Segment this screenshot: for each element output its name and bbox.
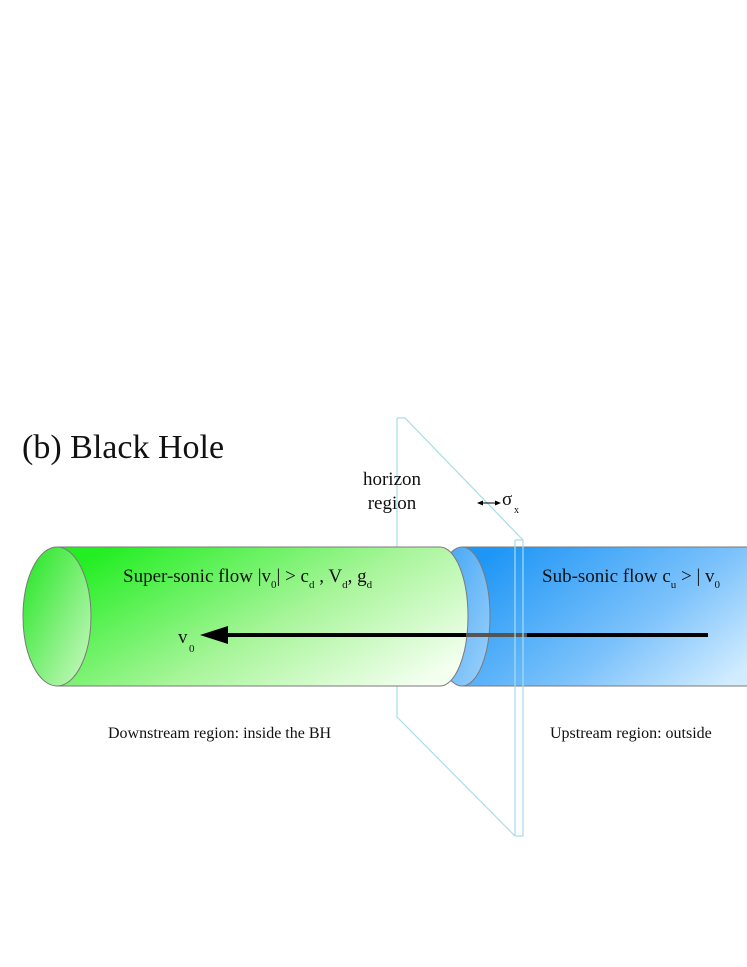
flow-arrow — [200, 626, 708, 644]
downstream-cylinder — [22, 546, 469, 687]
horizon-label-line2: region — [368, 493, 417, 514]
arrow-head-icon — [200, 626, 228, 644]
sigma-subscript: x — [514, 505, 519, 516]
velocity-symbol: v — [178, 627, 188, 648]
downstream-caption: Downstream region: inside the BH — [108, 725, 332, 742]
diagram-title: (b) Black Hole — [22, 429, 224, 466]
upstream-flow-label: Sub-sonic flow cu > | v0 — [542, 566, 721, 591]
left-arrow-icon — [477, 500, 483, 506]
velocity-subscript: 0 — [189, 643, 195, 655]
downstream-flow-label: Super-sonic flow |v0| > cd , Vd, gd — [123, 566, 373, 591]
horizon-label-line1: horizon — [363, 469, 422, 490]
upstream-caption: Upstream region: outside — [550, 725, 712, 742]
sigma-symbol: σ — [502, 489, 512, 510]
sigma-width-indicator: σ x — [477, 489, 519, 516]
horizon-plane-front — [396, 539, 524, 837]
right-arrow-icon — [495, 500, 501, 506]
